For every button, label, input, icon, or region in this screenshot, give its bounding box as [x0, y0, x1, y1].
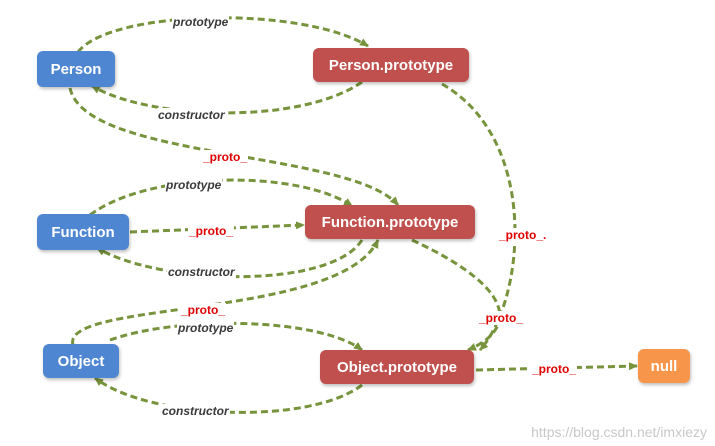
label-personproto-proto: _proto_.: [498, 228, 548, 242]
arrow-person-constructor: [91, 80, 363, 115]
label-person-proto: _proto_: [202, 150, 249, 164]
node-object: Object: [43, 344, 119, 378]
label-function-prototype: prototype: [165, 178, 223, 192]
label-object-proto: _proto_: [180, 303, 227, 317]
label-object-prototype: prototype: [177, 321, 235, 335]
node-person: Person: [37, 51, 115, 87]
arrow-function-prototype: [89, 178, 353, 217]
label-function-constructor: constructor: [167, 265, 236, 279]
label-object-constructor: constructor: [161, 404, 230, 418]
node-null: null: [638, 349, 690, 383]
label-person-constructor: constructor: [157, 108, 226, 122]
node-person-prototype: Person.prototype: [313, 48, 469, 82]
label-person-prototype: prototype: [172, 15, 230, 29]
label-objectproto-null: _proto_: [531, 362, 578, 376]
arrow-function-constructor: [96, 239, 364, 279]
node-object-prototype: Object.prototype: [320, 350, 474, 384]
node-function-prototype: Function.prototype: [305, 205, 475, 239]
arrow-object-prototype: [109, 321, 363, 352]
node-function: Function: [37, 214, 129, 250]
arrow-function-proto: [129, 221, 305, 234]
label-function-proto: _proto_: [188, 224, 235, 238]
arrow-person-proto: [68, 87, 400, 206]
arrow-functionproto-proto: [411, 238, 502, 352]
watermark: https://blog.csdn.net/imxiezy: [531, 424, 707, 440]
label-functionproto-proto: _proto_: [478, 311, 525, 325]
